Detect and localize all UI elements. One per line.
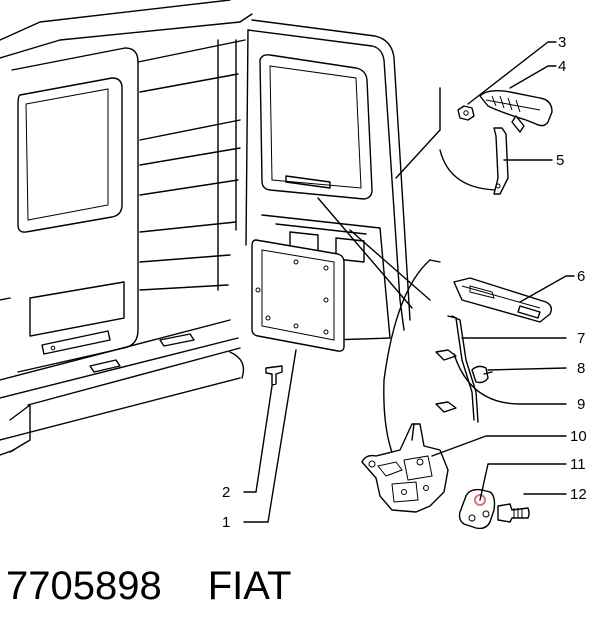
callout-labels: 1 2 3 4 5 6 7 8 9 10 11 12 [222,34,587,531]
part-caption: 7705898 FIAT [6,560,337,620]
callout-10: 10 [570,428,587,445]
callout-9: 9 [577,396,585,413]
callout-3: 3 [558,34,566,51]
callout-5: 5 [556,152,564,169]
van-body [0,0,253,456]
rear-door [245,19,411,341]
part-rod [493,127,509,195]
callout-12: 12 [570,486,587,503]
part-striker [458,488,496,530]
brand-name: FIAT [207,564,292,608]
callout-4: 4 [558,58,566,75]
detail-connector-lines [317,87,501,471]
part-nut [457,105,475,121]
exploded-parts-diagram: 1 2 3 4 5 6 7 8 9 10 11 12 [0,0,587,531]
part-bolt [497,503,530,523]
clip [265,365,283,386]
part-cam [471,365,493,384]
callout-2: 2 [222,484,230,501]
callout-11: 11 [570,456,586,473]
part-link-rod [447,315,479,423]
door-trim-panel [251,239,345,352]
part-outer-handle [479,89,553,133]
leader-lines [243,41,575,523]
callout-7: 7 [577,330,585,347]
part-bushings [435,349,457,413]
part-number: 7705898 [6,564,162,608]
part-lock [361,423,449,513]
callout-8: 8 [577,360,585,377]
part-inner-handle [453,277,553,323]
callout-1: 1 [222,514,230,531]
callout-6: 6 [577,268,585,285]
